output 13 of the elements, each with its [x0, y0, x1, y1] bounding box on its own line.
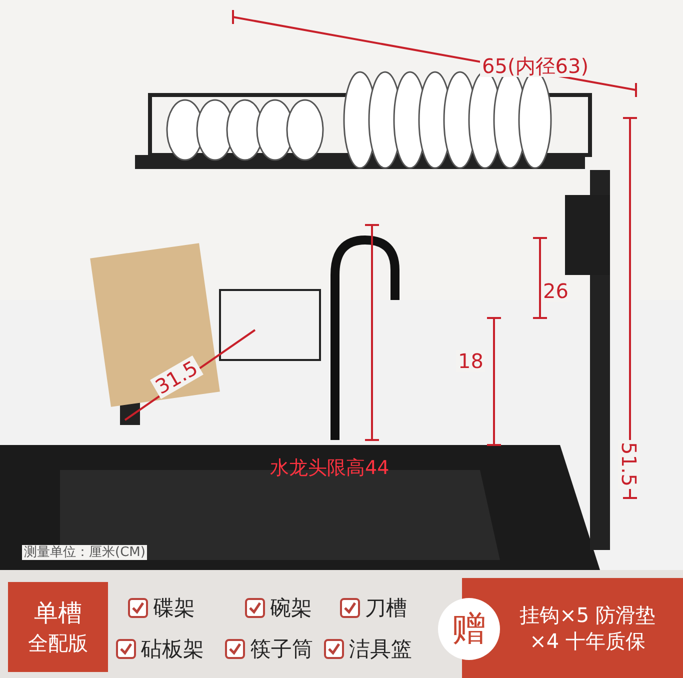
panel-heading: 挂钩×5 防滑垫×4 十年质保: [518, 602, 656, 654]
feature-text: 碗架: [270, 595, 312, 622]
edition-panel: [8, 582, 108, 672]
panel-heading: 单槽: [34, 598, 82, 630]
feature-text: 砧板架: [141, 636, 204, 663]
unit-note: 测量单位：厘米(CM): [22, 545, 148, 560]
gift-text: 赠: [452, 608, 486, 651]
feature-text: 洁具篮: [349, 636, 412, 663]
panel-text: 全配版: [28, 630, 88, 656]
dimension-label: 水龙头限高44: [269, 458, 390, 479]
feature-text: 刀槽: [365, 595, 407, 622]
feature-text: 碟架: [153, 595, 195, 622]
feature-text: 筷子筒: [250, 636, 313, 663]
